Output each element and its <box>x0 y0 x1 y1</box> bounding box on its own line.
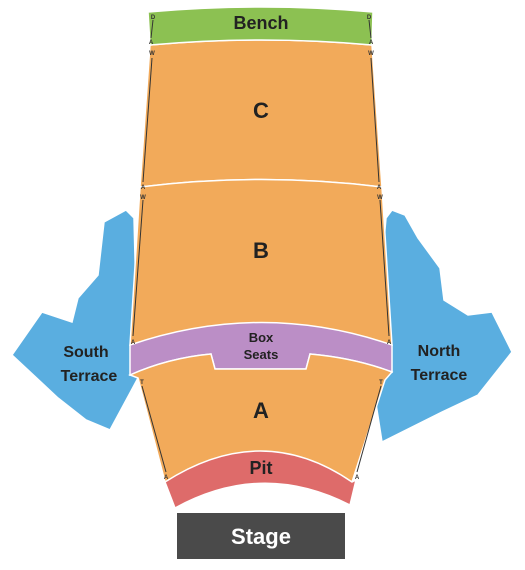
bench-label: Bench <box>233 13 288 33</box>
row-guide-right-a <box>356 385 382 473</box>
row-marker-b-bottom-left: A <box>131 340 136 346</box>
south-terrace-label-line2: Terrace <box>61 368 118 385</box>
row-marker-c-top-left: W <box>149 51 155 57</box>
section-b-label: B <box>253 238 269 263</box>
row-marker-bench-bottom-right: A <box>369 40 374 46</box>
box-seats-label-line1: Box <box>249 330 274 345</box>
north-terrace-label-line1: North <box>418 343 461 360</box>
stage <box>177 513 345 559</box>
row-marker-c-top-right: W <box>368 51 374 57</box>
pit-label: Pit <box>249 458 272 478</box>
row-marker-bench-top-right: D <box>367 15 372 21</box>
section-north-terrace[interactable] <box>371 209 513 444</box>
row-marker-c-bottom-right: A <box>377 185 382 191</box>
row-marker-c-bottom-left: A <box>141 185 146 191</box>
row-marker-a-bottom-left: A <box>164 475 169 481</box>
row-marker-b-bottom-right: A <box>387 340 392 346</box>
row-marker-a-bottom-right: A <box>355 475 360 481</box>
row-marker-a-top-right: T <box>379 380 383 386</box>
row-guide-right-b <box>379 199 390 337</box>
row-marker-a-top-left: T <box>140 380 144 386</box>
section-pit[interactable] <box>164 450 358 510</box>
north-terrace-label-line2: Terrace <box>411 367 468 384</box>
section-c-label: C <box>253 98 269 123</box>
section-south-terrace[interactable] <box>11 209 139 431</box>
box-seats-label-line2: Seats <box>244 347 279 362</box>
row-guide-right-c <box>370 57 380 183</box>
stage-label: Stage <box>231 524 291 549</box>
row-guide-left-b <box>132 199 144 337</box>
row-marker-bench-top-left: D <box>151 15 156 21</box>
section-a-label: A <box>253 398 269 423</box>
south-terrace-label-line1: South <box>63 344 108 361</box>
row-marker-b-top-left: W <box>140 195 146 201</box>
row-marker-bench-bottom-left: A <box>149 40 154 46</box>
row-guide-left-c <box>142 57 153 183</box>
row-marker-b-top-right: W <box>377 195 383 201</box>
row-guide-left-bench <box>150 19 154 39</box>
row-guide-right-bench <box>368 19 372 39</box>
row-guide-left-a <box>141 385 167 473</box>
section-bench[interactable] <box>147 6 374 46</box>
